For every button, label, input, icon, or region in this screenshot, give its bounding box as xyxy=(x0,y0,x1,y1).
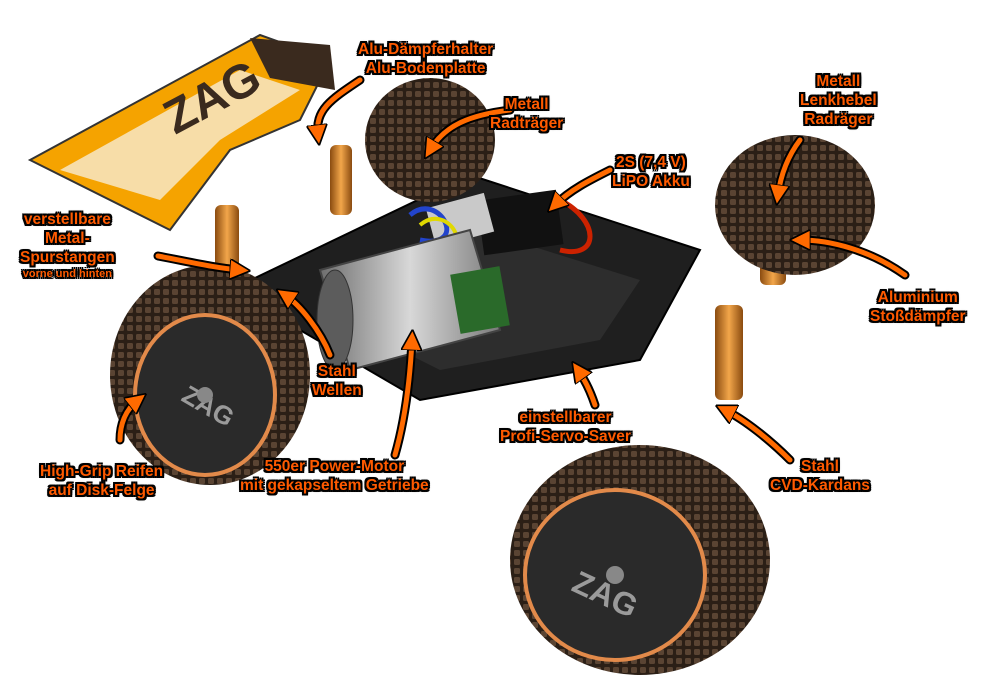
label-line: Stahl xyxy=(317,363,356,380)
label-line: CVD-Kardans xyxy=(770,477,870,494)
label-lipo-akku: 2S (7,4 V) LiPO Akku xyxy=(612,153,690,191)
label-line: Spurstangen xyxy=(20,249,115,266)
label-line: Radräger xyxy=(804,111,873,128)
label-power-motor: 550er Power-Motor mit gekapseltem Getrie… xyxy=(240,457,429,495)
label-servo-saver: einstellbarer Profi-Servo-Saver xyxy=(500,408,631,446)
label-line: Stoßdämpfer xyxy=(870,308,966,325)
wheels: ZAG ZAG xyxy=(110,78,875,675)
label-stahl-wellen: Stahl Wellen xyxy=(312,362,362,400)
label-line: LiPO Akku xyxy=(612,173,690,190)
label-line: Metall xyxy=(504,96,549,113)
label-line: vorne und hinten xyxy=(22,268,112,280)
label-spurstangen: verstellbare Metal- Spurstangen vorne un… xyxy=(20,210,115,281)
label-metall-radtraeger: Metall Radträger xyxy=(490,95,563,133)
label-line: einstellbarer xyxy=(519,409,612,426)
label-stossdaempfer: Aluminium Stoßdämpfer xyxy=(870,288,966,326)
label-line: verstellbare xyxy=(23,211,111,228)
label-line: 550er Power-Motor xyxy=(264,458,405,475)
label-line: Alu-Bodenplatte xyxy=(365,60,486,77)
label-line: Metall xyxy=(816,73,861,90)
label-reifen: High-Grip Reifen auf Disk-Felge xyxy=(40,462,163,500)
label-line: Radträger xyxy=(490,115,564,132)
label-line: Aluminium xyxy=(877,289,958,306)
rear-wing: ZAG xyxy=(27,33,335,232)
label-line: 2S (7,4 V) xyxy=(616,154,686,171)
label-line: Alu-Dämpferhalter xyxy=(358,41,494,58)
callout-arrows xyxy=(115,75,910,465)
label-alu-daempferhalter: Alu-Dämpferhalter Alu-Bodenplatte xyxy=(358,40,493,78)
label-line: Stahl xyxy=(801,458,839,475)
label-line: mit gekapseltem Getriebe xyxy=(240,477,429,494)
label-lenkhebel: Metall Lenkhebel Radräger xyxy=(800,72,877,129)
label-line: High-Grip Reifen xyxy=(40,463,164,480)
label-line: Profi-Servo-Saver xyxy=(500,428,631,445)
label-cvd-kardans: Stahl CVD-Kardans xyxy=(770,457,870,495)
label-line: auf Disk-Felge xyxy=(48,482,155,499)
label-line: Wellen xyxy=(312,382,362,399)
label-line: Lenkhebel xyxy=(800,92,877,109)
label-line: Metal- xyxy=(44,230,90,247)
